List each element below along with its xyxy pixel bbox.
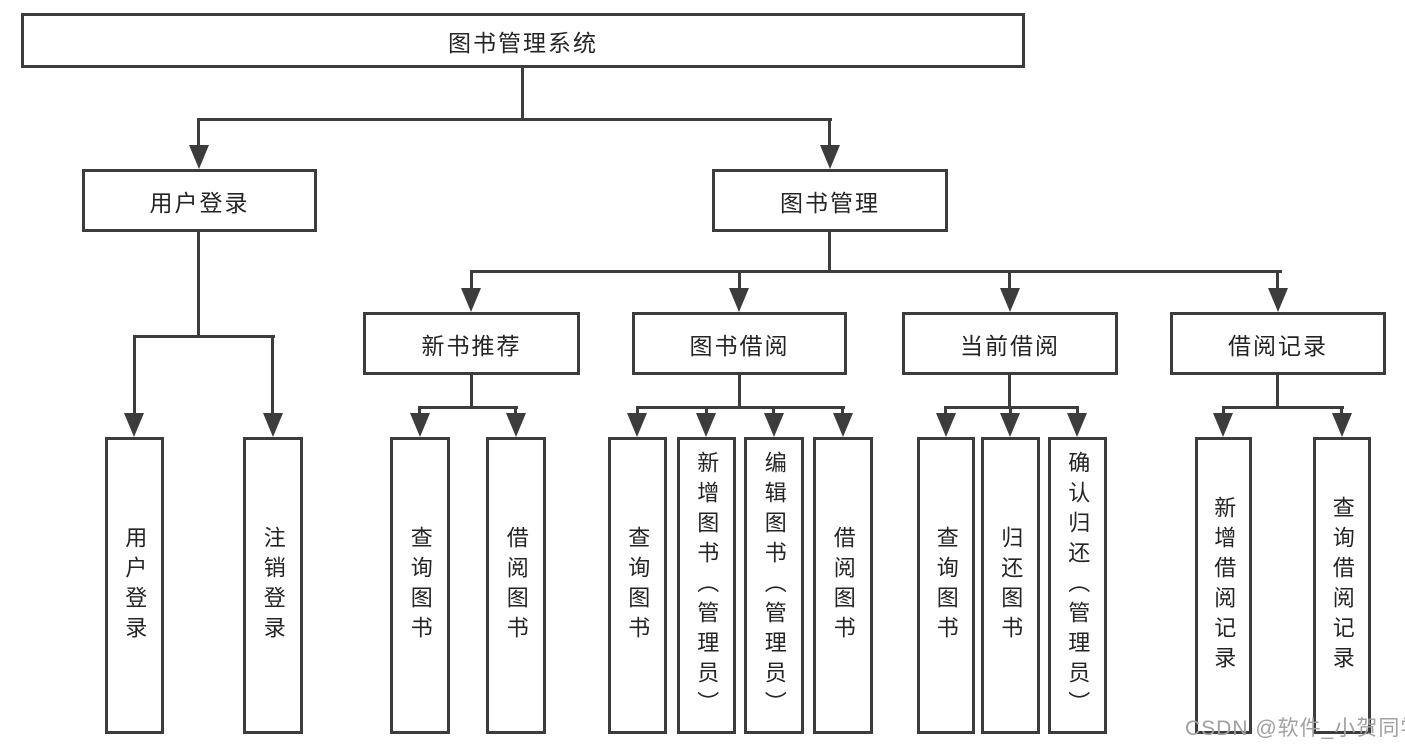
node-book-borrowing: 图书借阅 — [632, 312, 847, 375]
conn-new-book-bar — [418, 406, 518, 409]
conn-drop-login — [133, 335, 136, 417]
arrow-down-icon — [764, 413, 784, 437]
arrow-down-icon — [189, 145, 209, 169]
node-borrowing-records: 借阅记录 — [1170, 312, 1386, 375]
conn-drop-leaf — [418, 406, 421, 417]
leaf-label: 查询借阅记录 — [1329, 495, 1355, 676]
leaf-bb-borrow-books: 借阅图书 — [813, 437, 873, 734]
arrow-down-icon — [506, 413, 526, 437]
leaf-logout: 注销登录 — [243, 437, 303, 734]
conn-user-login-stem — [197, 232, 200, 338]
arrow-down-icon — [1000, 288, 1020, 312]
conn-drop-leaf — [841, 406, 844, 417]
conn-drop-new-book — [470, 270, 473, 290]
conn-root-stem — [521, 68, 524, 121]
arrow-down-icon — [1213, 413, 1233, 437]
arrow-down-icon — [729, 288, 749, 312]
conn-drop-leaf — [1076, 406, 1079, 417]
leaf-br-add-record: 新增借阅记录 — [1195, 437, 1252, 734]
node-label: 新书推荐 — [421, 332, 522, 359]
arrow-down-icon — [696, 413, 716, 437]
arrow-down-icon — [461, 288, 481, 312]
node-label: 借阅记录 — [1228, 332, 1328, 359]
leaf-nb-borrow-books: 借阅图书 — [486, 437, 546, 734]
leaf-label: 查询图书 — [625, 525, 651, 646]
leaf-label: 归还图书 — [998, 525, 1024, 646]
conn-drop-leaf — [772, 406, 775, 417]
leaf-label: 借阅图书 — [830, 525, 856, 646]
leaf-bb-query-books: 查询图书 — [608, 437, 667, 734]
conn-new-book-stem — [470, 375, 473, 409]
arrow-down-icon — [410, 413, 430, 437]
arrow-down-icon — [1268, 288, 1288, 312]
leaf-label: 注销登录 — [260, 525, 286, 646]
node-label: 图书借阅 — [689, 332, 790, 359]
node-book-management: 图书管理 — [712, 169, 948, 232]
leaf-label: 新增借阅记录 — [1211, 495, 1237, 676]
conn-drop-logout — [271, 335, 274, 417]
conn-drop-leaf — [1340, 406, 1343, 417]
arrow-down-icon — [820, 145, 840, 169]
conn-book-borrowing-bar — [636, 406, 845, 409]
node-label: 图书管理 — [780, 189, 880, 216]
arrow-down-icon — [936, 413, 956, 437]
conn-drop-leaf — [944, 406, 947, 417]
node-current-borrowing: 当前借阅 — [902, 312, 1118, 375]
leaf-label: 确认归还（管理员） — [1065, 450, 1091, 721]
leaf-bb-edit-books-admin: 编辑图书（管理员） — [744, 437, 804, 734]
conn-drop-leaf — [514, 406, 517, 417]
arrow-down-icon — [124, 413, 144, 437]
conn-drop-leaf — [1222, 406, 1225, 417]
conn-drop-book-management — [828, 118, 831, 147]
arrow-down-icon — [833, 413, 853, 437]
conn-drop-user-login — [197, 118, 200, 147]
conn-borrowing-records-stem — [1276, 375, 1279, 409]
conn-book-management-stem — [828, 232, 831, 273]
arrow-down-icon — [263, 413, 283, 437]
conn-current-borrowing-stem — [1008, 375, 1011, 409]
conn-borrowing-records-bar — [1222, 406, 1344, 409]
conn-drop-leaf — [705, 406, 708, 417]
conn-user-login-bar — [133, 335, 275, 338]
arrow-down-icon — [627, 413, 647, 437]
leaf-label: 用户登录 — [122, 525, 148, 646]
leaf-cb-return-books: 归还图书 — [981, 437, 1040, 734]
leaf-bb-add-books-admin: 新增图书（管理员） — [677, 437, 736, 734]
node-new-book-recommendation: 新书推荐 — [363, 312, 580, 375]
node-user-login: 用户登录 — [82, 169, 317, 232]
arrow-down-icon — [1332, 413, 1352, 437]
leaf-user-login: 用户登录 — [105, 437, 164, 734]
conn-drop-current-borrowing — [1008, 270, 1011, 290]
node-label: 当前借阅 — [960, 332, 1060, 359]
leaf-br-query-record: 查询借阅记录 — [1313, 437, 1371, 734]
conn-book-management-bar — [470, 270, 1282, 273]
arrow-down-icon — [1067, 413, 1087, 437]
conn-drop-borrowing-records — [1276, 270, 1279, 290]
leaf-label: 新增图书（管理员） — [694, 450, 720, 721]
leaf-label: 编辑图书（管理员） — [761, 450, 787, 721]
node-label: 图书管理系统 — [448, 29, 598, 56]
leaf-nb-query-books: 查询图书 — [390, 437, 450, 734]
leaf-label: 查询图书 — [933, 525, 959, 646]
conn-book-borrowing-stem — [738, 375, 741, 409]
arrow-down-icon — [1000, 413, 1020, 437]
leaf-label: 查询图书 — [407, 525, 433, 646]
conn-drop-leaf — [636, 406, 639, 417]
node-label: 用户登录 — [149, 189, 250, 216]
conn-drop-book-borrowing — [738, 270, 741, 290]
leaf-cb-confirm-return-admin: 确认归还（管理员） — [1048, 437, 1107, 734]
conn-root-bar — [197, 118, 832, 121]
watermark: CSDN @软件_小贺同学 — [1185, 717, 1405, 740]
node-root: 图书管理系统 — [21, 13, 1025, 68]
leaf-label: 借阅图书 — [503, 525, 529, 646]
leaf-cb-query-books: 查询图书 — [917, 437, 975, 734]
conn-drop-leaf — [1009, 406, 1012, 417]
